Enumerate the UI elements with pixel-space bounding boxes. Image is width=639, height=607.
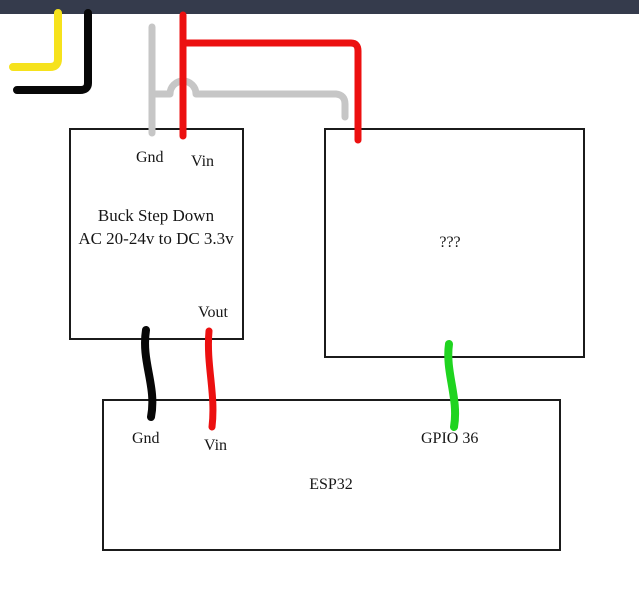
buck-title-line2: AC 20-24v to DC 3.3v xyxy=(78,229,234,248)
yellow-ac-wire xyxy=(9,9,62,71)
window-top-bar xyxy=(0,0,639,14)
green-gpio36-wire xyxy=(444,340,460,431)
buck-converter-box xyxy=(69,128,244,340)
black-ac-wire xyxy=(13,9,92,94)
esp32-box xyxy=(102,399,561,551)
esp32-gnd-pin-label: Gnd xyxy=(132,430,160,447)
buck-gnd-pin-label: Gnd xyxy=(136,149,164,166)
buck-vin-pin-label: Vin xyxy=(191,153,214,170)
esp32-label: ESP32 xyxy=(309,476,353,493)
unknown-module-label: ??? xyxy=(439,234,460,251)
unknown-module-box xyxy=(324,128,585,358)
black-gnd-wire xyxy=(141,326,157,421)
gray-branch-wire xyxy=(149,77,349,121)
esp32-gpio36-pin-label: GPIO 36 xyxy=(421,430,478,447)
red-vout-to-vin-wire xyxy=(204,327,217,431)
red-branch-wire xyxy=(180,39,362,144)
buck-vout-pin-label: Vout xyxy=(198,304,228,321)
buck-title-line1: Buck Step Down xyxy=(98,206,215,225)
esp32-vin-pin-label: Vin xyxy=(204,437,227,454)
